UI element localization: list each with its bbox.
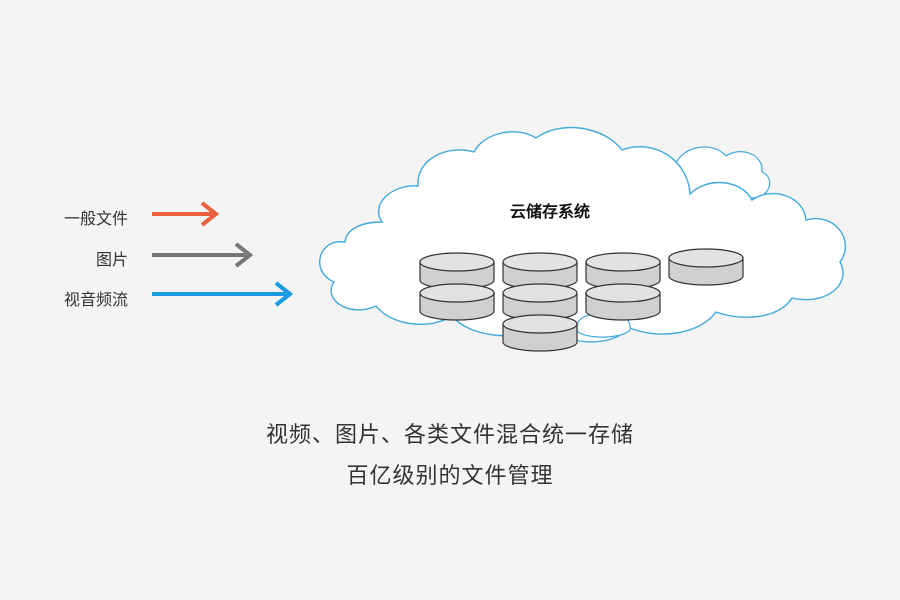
disk-cylinder [502,314,578,352]
input-label-video: 视音频流 [63,290,128,309]
arrow-files [152,201,220,227]
disk-cylinder [419,252,495,290]
disk-cylinder [419,283,495,321]
caption-line-2: 百亿级别的文件管理 [346,464,554,489]
disk-cylinder [585,283,661,321]
disk-cylinder [502,283,578,321]
arrow-video [152,281,294,307]
input-label-images: 图片 [95,250,128,269]
caption-line-1: 视频、图片、各类文件混合统一存储 [265,423,634,448]
cloud-title: 云储存系统 [509,202,590,221]
arrow-images [152,242,254,268]
disk-cylinder [502,252,578,290]
input-label-files: 一般文件 [63,209,128,228]
disk-cylinder [668,248,744,286]
main-cloud [319,126,846,343]
